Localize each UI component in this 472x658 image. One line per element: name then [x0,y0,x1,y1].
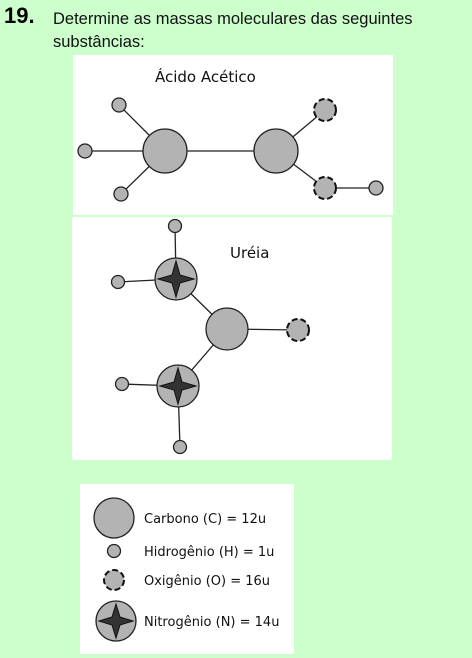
legend-diagram: Carbono (C) = 12u Hidrogênio (H) = 1u Ox… [93,497,279,642]
hydrogen-atom [110,274,126,290]
carbon-atom [142,128,188,174]
oxygen-atom [313,98,337,122]
legend-oxygen-label: Oxigênio (O) = 16u [144,574,270,589]
question-number: 19. [4,3,35,28]
urea-diagram: Uréia [110,218,310,455]
acetic-acid-title: Ácido Acético [155,67,256,86]
legend-panel: Carbono (C) = 12u Hidrogênio (H) = 1u Ox… [80,484,294,654]
hydrogen-atom [167,218,183,234]
hydrogen-atom [111,97,127,113]
question-text: Determine as massas moleculares das segu… [53,10,413,51]
urea-title: Uréia [230,244,269,262]
hydrogen-atom [114,376,130,392]
carbon-legend-icon [93,497,135,539]
nitrogen-star-icon [158,366,198,406]
legend-hydrogen-label: Hidrogênio (H) = 1u [144,545,274,560]
oxygen-atom [313,176,337,200]
acetic-acid-panel: Ácido Acético [73,55,393,215]
oxygen-atom [286,318,310,342]
legend-nitrogen-label: Nitrogênio (N) = 14u [144,615,279,630]
oxygen-legend-icon [103,569,125,591]
hydrogen-atom [113,186,129,202]
hydrogen-legend-icon [106,543,122,559]
urea-panel: Uréia [72,217,392,460]
acetic-acid-diagram: Ácido Acético [77,67,384,202]
nitrogen-star-icon [156,259,196,299]
hydrogen-atom [368,180,384,196]
hydrogen-atom [172,439,188,455]
nitrogen-star-icon [97,602,135,640]
carbon-atom [253,128,299,174]
hydrogen-atom [77,143,93,159]
legend-carbon-label: Carbono (C) = 12u [144,512,266,527]
carbon-atom [205,307,249,351]
